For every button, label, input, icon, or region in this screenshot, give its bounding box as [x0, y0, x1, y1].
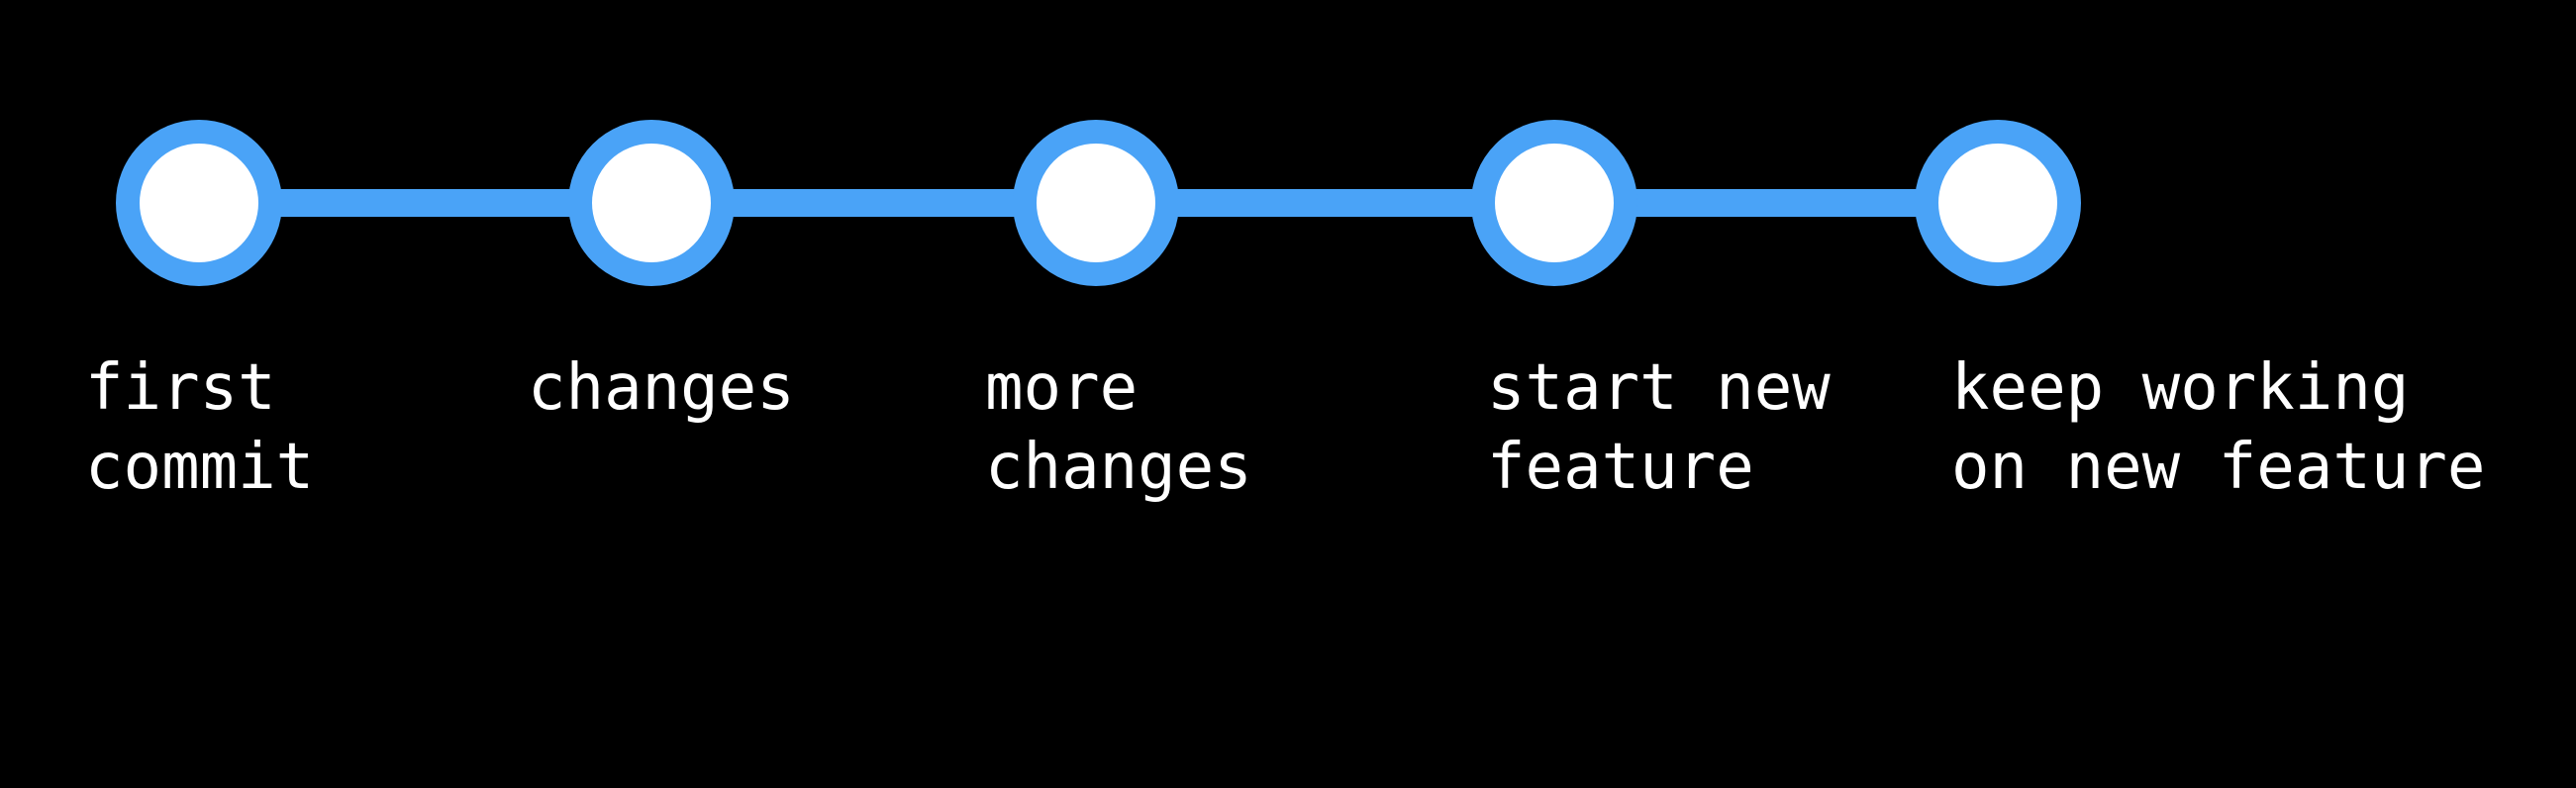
- commit-label-line: keep working: [1951, 351, 2410, 425]
- commit-label-line: changes: [528, 351, 795, 425]
- commit-label-line: changes: [985, 431, 1252, 504]
- commit-label-line: first: [85, 351, 276, 425]
- commit-label-line: feature: [1487, 431, 1754, 504]
- commit-node: [1471, 120, 1637, 286]
- commit-label-line: start new: [1487, 351, 1831, 425]
- commit-node: [1915, 120, 2081, 286]
- commit-node: [1013, 120, 1179, 286]
- commit-label-line: on new feature: [1951, 431, 2486, 504]
- commit-label-line: commit: [85, 431, 315, 504]
- commit-node: [568, 120, 735, 286]
- commit-node: [116, 120, 282, 286]
- commit-label: changes: [528, 348, 795, 428]
- commit-label-line: more: [985, 351, 1139, 425]
